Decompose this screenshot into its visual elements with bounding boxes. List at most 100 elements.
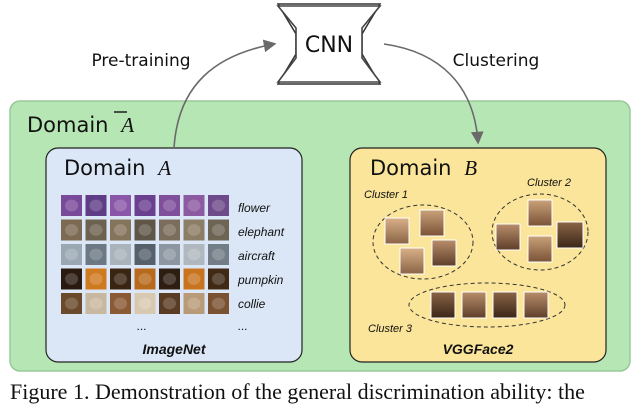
imagenet-thumbnail-highlight [64,297,79,310]
imagenet-thumbnail [134,293,156,314]
imagenet-thumbnail [134,268,156,290]
cluster-2-ellipse [491,193,589,271]
imagenet-thumbnail-highlight [187,199,201,212]
imagenet-thumbnail-highlight [211,248,226,261]
imagenet-thumbnail [159,195,180,216]
imagenet-thumbnail-highlight [138,297,152,310]
imagenet-thumbnail [159,219,180,241]
imagenet-thumbnail [61,195,82,216]
imagenet-thumbnail [85,244,107,265]
imagenet-class-list: flower elephant aircraft pumpkin collie … [237,201,285,333]
face-thumbnail [461,291,487,319]
face-thumbnail [492,291,518,319]
imagenet-thumbnail-highlight [138,248,152,261]
imagenet-thumbnail [183,219,205,241]
imagenet-thumbnail-highlight [162,273,177,285]
imagenet-thumbnail [134,244,156,265]
imagenet-thumbnail [183,293,205,314]
imagenet-thumbnail-highlight [89,273,103,285]
imagenet-thumbnail [159,293,180,314]
clustering-label: Clustering [453,51,540,71]
imagenet-thumbnail [208,195,229,216]
domain-a-symbol: A [156,156,171,180]
pretraining-label: Pre-training [91,51,190,71]
imagenet-thumbnail-highlight [162,248,177,261]
imagenet-thumbnail [110,195,131,216]
imagenet-thumbnail-highlight [113,248,128,261]
imagenet-thumbnail-highlight [211,273,226,285]
imagenet-thumbnail-highlight [211,224,226,236]
imagenet-thumbnail-highlight [162,297,177,310]
imagenet-thumbnail [110,219,131,241]
cluster-3-faces [430,291,549,319]
imagenet-thumbnail [61,268,82,290]
imagenet-thumbnail-highlight [113,273,128,285]
imagenet-thumbnail [159,268,180,290]
cluster-1-ellipse [372,204,474,280]
imagenet-thumbnail [208,293,229,314]
imagenet-thumbnail-highlight [138,273,152,285]
imagenet-thumbnail-highlight [162,224,177,236]
cluster-2-faces [495,199,584,263]
domain-a-label: Domain A [64,156,171,180]
vggface2-dataset-label: VGGFace2 [443,341,514,357]
domain-b-symbol: B [464,156,477,180]
imagenet-thumbnail [110,244,131,265]
imagenet-dataset-label: ImageNet [142,341,206,357]
imagenet-thumbnail [85,219,107,241]
cnn-shape [276,5,382,83]
class-label-elephant: elephant [238,225,285,239]
imagenet-thumbnail-highlight [211,199,226,212]
imagenet-thumbnail [183,195,205,216]
cluster-2-label: Cluster 2 [527,177,571,189]
imagenet-thumbnail-highlight [64,248,79,261]
imagenet-thumbnail-highlight [187,248,201,261]
outer-domain-symbol: A [119,113,134,137]
imagenet-thumbnail-highlight [64,199,79,212]
face-thumbnail [430,291,456,319]
face-thumbnail [419,209,445,237]
imagenet-thumbnail-highlight [113,199,128,212]
cluster-1-faces [384,209,457,275]
imagenet-thumbnail-highlight [138,199,152,212]
imagenet-thumbnail [61,244,82,265]
imagenet-thumbnail [85,195,107,216]
imagenet-thumbnail-highlight [113,224,128,236]
outer-domain-label: Domain A [27,113,134,137]
imagenet-thumbnail [134,195,156,216]
imagenet-thumbnail [159,244,180,265]
class-label-collie: collie [238,297,266,311]
imagenet-thumbnail [134,219,156,241]
figure-caption: Figure 1. Demonstration of the general d… [10,379,585,404]
imagenet-thumbnail-highlight [187,224,201,236]
pretraining-arrow [173,39,277,149]
imagenet-thumbnail [183,244,205,265]
imagenet-grid-ellipsis: ... [137,319,147,333]
class-label-aircraft: aircraft [238,249,275,263]
face-thumbnail [527,199,553,227]
class-label-pumpkin: pumpkin [237,273,284,287]
imagenet-thumbnail [208,268,229,290]
imagenet-thumbnail [110,268,131,290]
imagenet-thumbnail-highlight [64,224,79,236]
cluster-3-ellipse [408,282,566,328]
face-thumbnail [556,221,584,249]
imagenet-thumbnail [61,219,82,241]
imagenet-thumbnail-highlight [89,224,103,236]
imagenet-thumbnail-highlight [89,248,103,261]
imagenet-thumbnail-highlight [89,199,103,212]
imagenet-thumbnail-highlight [187,273,201,285]
imagenet-thumbnail [85,293,107,314]
imagenet-thumbnail [61,293,82,314]
cluster-3-label: Cluster 3 [368,323,413,335]
imagenet-thumbnail [110,293,131,314]
face-thumbnail [523,291,549,319]
cluster-1-label: Cluster 1 [364,189,408,201]
cnn-label: CNN [305,33,353,58]
imagenet-thumbnail [85,268,107,290]
face-thumbnail [431,239,457,267]
imagenet-thumbnail-highlight [187,297,201,310]
imagenet-thumbnail-highlight [138,224,152,236]
imagenet-thumbnail-highlight [162,199,177,212]
